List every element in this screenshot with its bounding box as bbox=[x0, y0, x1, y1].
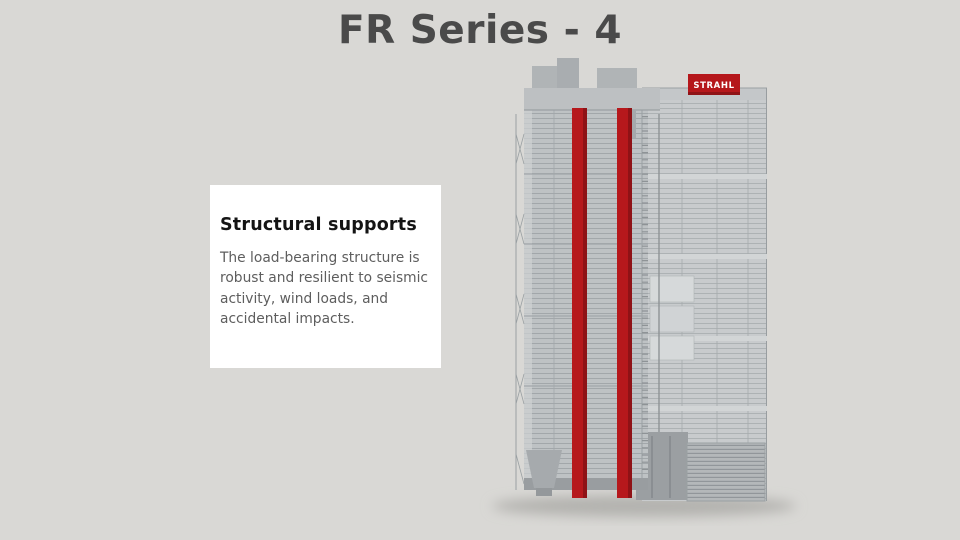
roof-cap bbox=[524, 58, 660, 138]
brand-logo-text: STRAHL bbox=[693, 81, 734, 91]
discharge-hopper bbox=[526, 450, 562, 496]
info-card: Structural supports The load-bearing str… bbox=[210, 185, 441, 368]
red-support-columns bbox=[572, 108, 632, 498]
page-title: FR Series - 4 bbox=[337, 8, 623, 53]
card-title: Structural supports bbox=[220, 215, 417, 235]
brand-sign: STRAHL bbox=[688, 74, 740, 95]
machine-svg: STRAHL bbox=[492, 58, 796, 517]
machine-render: STRAHL bbox=[492, 54, 796, 526]
card-body-text: The load-bearing structure is robust and… bbox=[220, 250, 429, 328]
intake-grill bbox=[686, 442, 766, 502]
